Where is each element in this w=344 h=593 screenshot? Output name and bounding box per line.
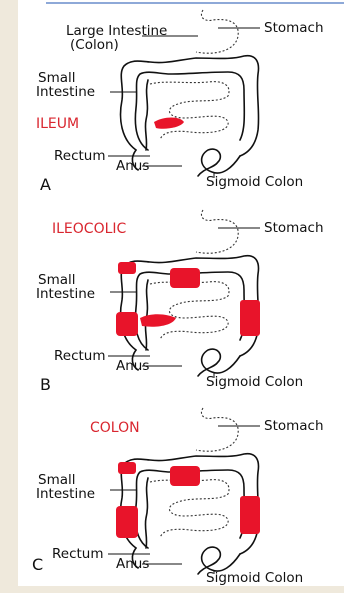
label-anus: Anus: [116, 358, 149, 374]
label-sigmoid: Sigmoid Colon: [206, 570, 303, 586]
panel-a-svg: Large Intestine (Colon) Stomach Small In…: [18, 0, 344, 195]
intestine-drawing: [121, 408, 259, 574]
panel-c: COLON Stomach Small Intestine Rectum Anu…: [18, 398, 344, 593]
small-intestine-loops: [150, 282, 229, 340]
highlight-ascending: [116, 506, 138, 538]
stomach-outline: [196, 10, 238, 53]
label-sigmoid: Sigmoid Colon: [206, 374, 303, 390]
label-colon: (Colon): [70, 37, 119, 53]
panel-letter: C: [32, 555, 43, 574]
label-rectum: Rectum: [54, 348, 106, 364]
stomach-outline: [196, 408, 238, 451]
highlight-descending: [240, 496, 260, 534]
sigmoid-outline: [198, 349, 240, 376]
panel-b-svg: ILEOCOLIC Stomach Small Intestine Rectum…: [18, 200, 344, 395]
highlight-descending: [240, 300, 260, 336]
label-stomach: Stomach: [264, 220, 324, 236]
ileum-strand: [145, 280, 148, 350]
ileum-strand: [145, 478, 148, 548]
panel-letter: B: [40, 375, 51, 394]
highlight-transverse: [170, 268, 200, 288]
panel-b: ILEOCOLIC Stomach Small Intestine Rectum…: [18, 200, 344, 395]
highlight-transverse: [170, 466, 200, 486]
sigmoid-outline: [198, 149, 240, 176]
colon-outline: [121, 56, 259, 156]
label-rectum: Rectum: [54, 148, 106, 164]
panel-title: ILEOCOLIC: [52, 221, 127, 237]
highlight-cecum-top: [118, 462, 136, 474]
panel-letter: A: [40, 175, 51, 194]
highlight-ileum: [140, 314, 176, 327]
stomach-outline: [196, 210, 238, 253]
label-intestine: Intestine: [36, 84, 95, 100]
label-intestine: Intestine: [36, 286, 95, 302]
label-intestine: Intestine: [36, 486, 95, 502]
panel-title: COLON: [90, 420, 140, 436]
label-anus: Anus: [116, 556, 149, 572]
ileum-highlight: [154, 118, 184, 129]
diagram-canvas: Large Intestine (Colon) Stomach Small In…: [18, 0, 344, 586]
label-anus: Anus: [116, 158, 149, 174]
panel-title: ILEUM: [36, 116, 79, 132]
highlight-cecum-top: [118, 262, 136, 274]
label-stomach: Stomach: [264, 20, 324, 36]
panel-c-svg: COLON Stomach Small Intestine Rectum Anu…: [18, 398, 344, 586]
intestine-drawing: [121, 210, 259, 376]
label-sigmoid: Sigmoid Colon: [206, 174, 303, 190]
label-rectum: Rectum: [52, 546, 104, 562]
ileum-strand: [145, 80, 148, 150]
panel-a: Large Intestine (Colon) Stomach Small In…: [18, 0, 344, 195]
small-intestine-loops: [150, 82, 229, 140]
label-stomach: Stomach: [264, 418, 324, 434]
small-intestine-loops: [150, 480, 229, 538]
highlight-ascending: [116, 312, 138, 336]
